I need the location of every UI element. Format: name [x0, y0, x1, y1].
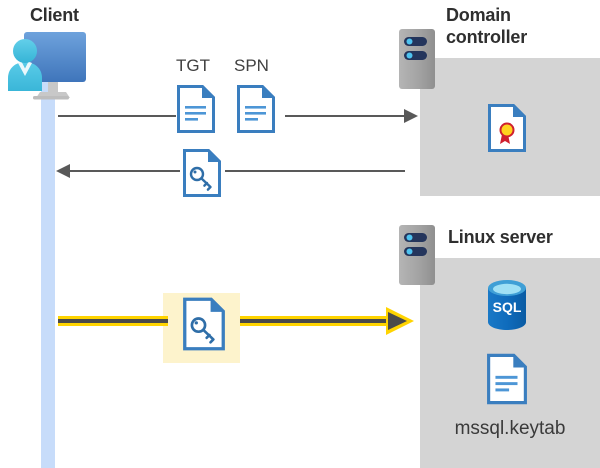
certificate-document-icon: [487, 103, 527, 153]
linux-server-title: Linux server: [448, 227, 553, 247]
flow-3-arrowhead-inner: [388, 312, 407, 330]
keytab-document-icon: [486, 352, 528, 406]
tgt-document-icon: [176, 84, 216, 134]
domain-controller-title: Domain controller: [446, 5, 528, 47]
client-computer-icon: [5, 26, 95, 106]
keytab-filename-label: mssql.keytab: [454, 418, 566, 439]
tgt-label: TGT: [176, 56, 210, 75]
spn-label: SPN: [234, 56, 269, 75]
sql-database-icon: SQL: [484, 278, 530, 332]
flow-3-line-left: [58, 316, 168, 326]
flow-1-arrowhead: [404, 109, 418, 123]
spn-document-icon: [236, 84, 276, 134]
key-document-icon-request: [182, 296, 226, 352]
client-lifeline: [41, 70, 55, 468]
domain-controller-server-icon: [398, 28, 436, 90]
flow-2-line-right: [225, 170, 405, 172]
flow-2-arrowhead: [56, 164, 70, 178]
flow-3-line-right: [240, 316, 390, 326]
sql-badge-text: SQL: [493, 299, 522, 315]
client-title: Client: [30, 5, 79, 25]
key-document-icon-response: [182, 148, 222, 198]
flow-1-line-left: [58, 115, 176, 117]
flow-1-line-right: [285, 115, 405, 117]
linux-server-icon: [398, 224, 436, 286]
flow-2-line-left: [70, 170, 180, 172]
